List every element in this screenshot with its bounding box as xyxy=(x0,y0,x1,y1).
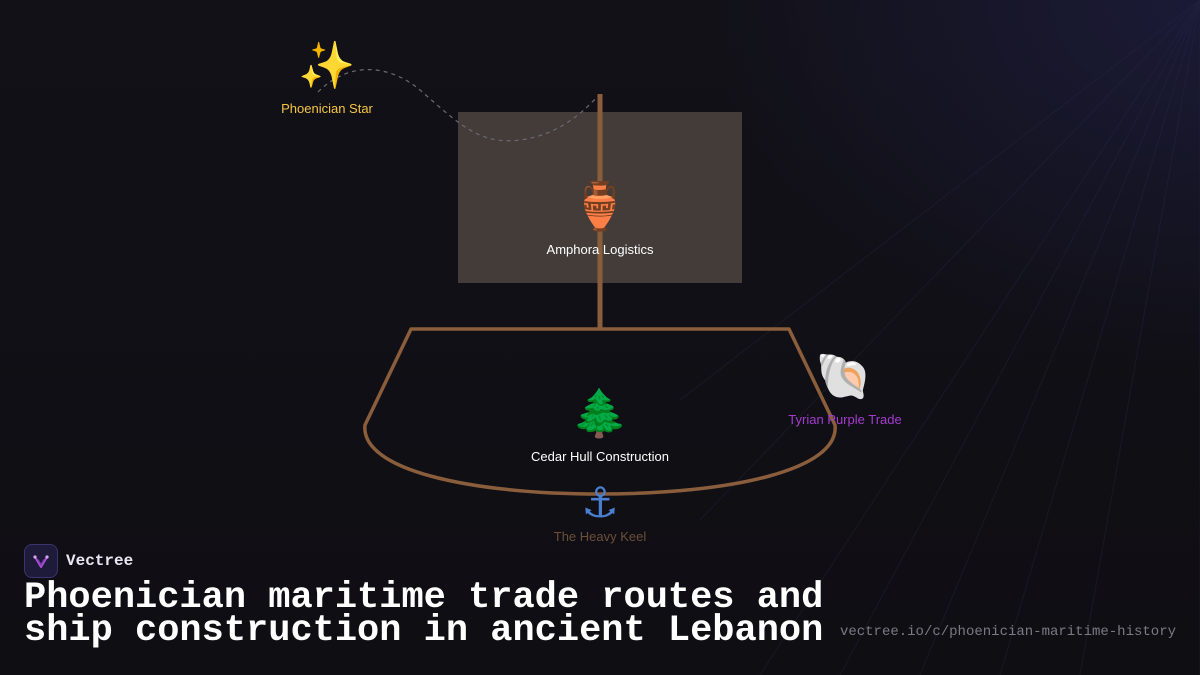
sparkles-icon: ✨ xyxy=(298,38,356,92)
heavy-keel-label: The Heavy Keel xyxy=(553,529,647,544)
evergreen-tree-icon: 🌲 xyxy=(571,386,629,440)
brand: Vectree xyxy=(24,544,133,578)
spiral-shell-icon: 🐚 xyxy=(815,349,873,403)
anchor-icon: ⚓ xyxy=(581,478,619,527)
phoenician-star-label: Phoenician Star xyxy=(281,101,373,116)
vectree-logo-icon xyxy=(24,544,58,578)
cedar-hull-label: Cedar Hull Construction xyxy=(530,449,670,464)
page-title: Phoenician maritime trade routes and shi… xyxy=(24,577,824,652)
brand-name: Vectree xyxy=(66,552,134,570)
star-route-line xyxy=(317,69,599,142)
tyrian-purple-label: Tyrian Purple Trade xyxy=(788,412,902,427)
ship-hull xyxy=(363,327,837,496)
amphora-icon: 🏺 xyxy=(571,179,629,233)
amphora-logistics-label: Amphora Logistics xyxy=(546,242,654,257)
source-url: vectree.io/c/phoenician-maritime-history xyxy=(839,624,1176,640)
